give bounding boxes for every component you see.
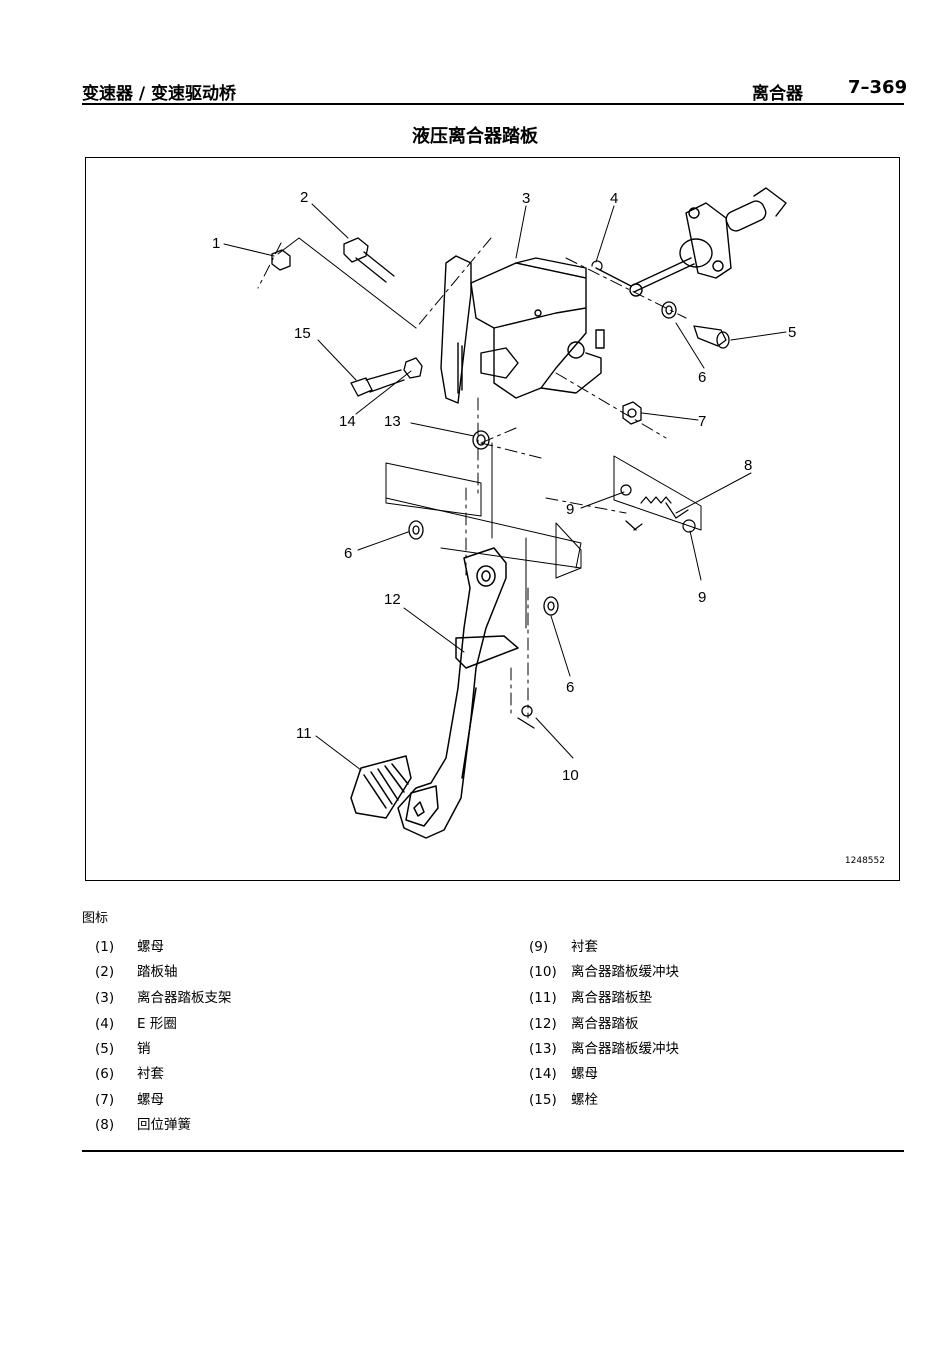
callout-1: 1: [212, 235, 220, 252]
legend-num: (10): [529, 964, 557, 980]
legend-num: (4): [95, 1016, 115, 1032]
return-spring: [620, 484, 696, 533]
callout-11: 11: [296, 725, 312, 742]
legend-item: (1) 螺母: [95, 935, 164, 955]
footer-rule: [82, 1150, 904, 1152]
legend-item: (12) 离合器踏板: [529, 1012, 639, 1032]
callout-6-left: 6: [344, 545, 352, 562]
master-cylinder: [595, 187, 787, 297]
pedal-diagram: 1 2 3 4 5 6 6 6 7 8 9 9 10 11 12 13 14 1…: [212, 187, 796, 839]
header-section: 离合器: [752, 84, 803, 104]
legend-num: (14): [529, 1066, 557, 1082]
nut-7: [622, 401, 642, 425]
legend-label: 离合器踏板支架: [137, 990, 232, 1006]
legend-num: (1): [95, 939, 115, 955]
leader-lines: [277, 237, 582, 629]
legend-num: (7): [95, 1092, 115, 1108]
pedal-pad: [350, 755, 412, 819]
legend-item: (6) 衬套: [95, 1062, 164, 1082]
legend-num: (13): [529, 1041, 557, 1057]
callout-3: 3: [522, 190, 530, 207]
callout-6-right: 6: [566, 679, 574, 696]
guide-lines: [257, 237, 687, 719]
callout-7: 7: [698, 413, 706, 430]
legend-num: (5): [95, 1041, 115, 1057]
legend-label: 离合器踏板缓冲块: [571, 1041, 679, 1057]
legend-label: 螺母: [137, 939, 164, 955]
figure-box: 1 2 3 4 5 6 6 6 7 8 9 9 10 11 12 13 14 1…: [85, 157, 900, 881]
legend-num: (2): [95, 964, 115, 980]
callout-leaders: [223, 203, 787, 771]
callout-2: 2: [300, 189, 308, 206]
clutch-pedal: [397, 547, 519, 839]
callout-12: 12: [384, 591, 401, 608]
legend-label: 离合器踏板: [571, 1016, 639, 1032]
callout-13: 13: [384, 413, 401, 430]
legend-item: (7) 螺母: [95, 1088, 164, 1108]
legend-num: (12): [529, 1016, 557, 1032]
bushings-lower: [408, 520, 637, 616]
pedal-bumper: [517, 705, 535, 729]
callout-14: 14: [339, 413, 356, 430]
legend-item: (2) 踏板轴: [95, 960, 178, 980]
legend-label: E 形圈: [137, 1016, 177, 1032]
legend-item: (4) E 形圈: [95, 1012, 177, 1032]
callout-8: 8: [744, 457, 752, 474]
reference-planes: [385, 455, 702, 579]
legend-item: (15) 螺栓: [529, 1088, 598, 1108]
pedal-bracket: [440, 255, 605, 404]
legend-label: 离合器踏板缓冲块: [571, 964, 679, 980]
legend-label: 离合器踏板垫: [571, 990, 652, 1006]
legend-label: 螺母: [137, 1092, 164, 1108]
legend-label: 踏板轴: [137, 964, 178, 980]
fasteners-left: [271, 237, 490, 450]
legend-item: (8) 回位弹簧: [95, 1113, 191, 1133]
legend-item: (10) 离合器踏板缓冲块: [529, 960, 679, 980]
figure-title: 液压离合器踏板: [412, 126, 538, 147]
callout-6-top: 6: [698, 369, 706, 386]
legend-num: (8): [95, 1117, 115, 1133]
header-rule: [82, 103, 904, 105]
legend-label: 螺母: [571, 1066, 598, 1082]
legend-num: (6): [95, 1066, 115, 1082]
figure-id: 1248552: [844, 856, 885, 866]
e-ring: [591, 260, 603, 271]
legend-num: (9): [529, 939, 549, 955]
legend-num: (3): [95, 990, 115, 1006]
legend-item: (11) 离合器踏板垫: [529, 986, 652, 1006]
legend-item: (13) 离合器踏板缓冲块: [529, 1037, 679, 1057]
legend-label: 螺栓: [571, 1092, 598, 1108]
legend-label: 衬套: [137, 1066, 164, 1082]
callout-15: 15: [294, 325, 311, 342]
callout-numbers: 1 2 3 4 5 6 6 6 7 8 9 9 10 11 12 13 14 1…: [212, 189, 796, 784]
legend-item: (3) 离合器踏板支架: [95, 986, 232, 1006]
legend-num: (15): [529, 1092, 557, 1108]
legend-item: (9) 衬套: [529, 935, 598, 955]
legend-label: 衬套: [571, 939, 598, 955]
legend-item: (14) 螺母: [529, 1062, 598, 1082]
callout-9-left: 9: [566, 501, 574, 518]
pin-and-bushing-top: [661, 301, 730, 349]
page-number: 7–369: [848, 77, 908, 98]
callout-4: 4: [610, 190, 618, 207]
callout-10: 10: [562, 767, 579, 784]
legend-label: 销: [137, 1041, 151, 1057]
callout-5: 5: [788, 324, 796, 341]
legend-item: (5) 销: [95, 1037, 151, 1057]
legend-label: 回位弹簧: [137, 1117, 191, 1133]
header-title: 变速器 / 变速驱动桥: [82, 84, 237, 104]
legend-num: (11): [529, 990, 557, 1006]
callout-9-right: 9: [698, 589, 706, 606]
legend-title: 图标: [82, 911, 109, 926]
